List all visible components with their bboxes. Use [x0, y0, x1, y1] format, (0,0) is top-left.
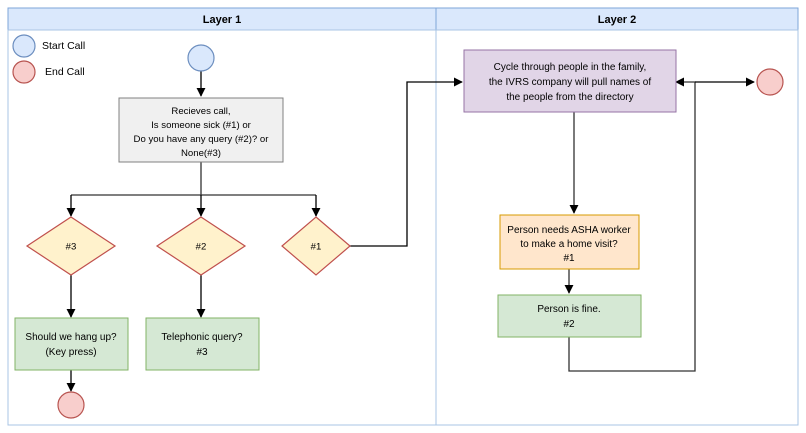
lane-layer-1: Layer 1 [7, 7, 437, 426]
legend-end-call-label: End Call [45, 66, 85, 78]
edge-person-fine-to-cycle [568, 77, 696, 372]
asha-line-2: to make a home visit? [520, 239, 618, 250]
asha-worker-box[interactable] [499, 214, 640, 270]
decision-hash-3[interactable]: #3 [25, 216, 117, 276]
legend-start-call-label: Start Call [42, 40, 85, 52]
lane-body-layer-2 [435, 29, 799, 426]
decision-hash-3-label: #3 [66, 242, 77, 253]
receives-call-box[interactable] [118, 97, 284, 163]
lane-layer-2: Layer 2 [435, 7, 799, 426]
person-fine-line-2: #2 [563, 319, 575, 330]
cycle-line-2: the IVRS company will pull names of [489, 77, 652, 88]
lane-title-layer-1: Layer 1 [203, 14, 242, 26]
asha-worker-visit[interactable]: Person needs ASHA worker to make a home … [499, 214, 640, 270]
cycle-line-1: Cycle through people in the family, [494, 62, 647, 73]
should-we-hang-up[interactable]: Should we hang up? (Key press) [14, 317, 129, 371]
receives-call-line-3: Do you have any query (#2)? or [134, 134, 270, 145]
decision-hash-1[interactable]: #1 [281, 216, 351, 276]
telephonic-query-box[interactable] [145, 317, 260, 371]
cycle-line-3: the people from the directory [506, 92, 633, 103]
decision-hash-1-label: #1 [311, 242, 322, 253]
edge-decision-1-to-cycle [349, 77, 463, 247]
decision-hash-3-shape[interactable] [25, 216, 117, 276]
person-fine-line-1: Person is fine. [537, 304, 600, 315]
decision-hash-2-shape[interactable] [155, 216, 247, 276]
cycle-through-people[interactable]: Cycle through people in the family, the … [463, 49, 677, 113]
receives-call-line-2: Is someone sick (#1) or [151, 120, 252, 131]
should-we-hang-up-box[interactable] [14, 317, 129, 371]
receives-call-line-1: Recieves call, [171, 106, 230, 117]
asha-line-3: #1 [563, 253, 575, 264]
start-call-node[interactable] [187, 44, 215, 72]
telephonic-query[interactable]: Telephonic query? #3 [145, 317, 260, 371]
receives-call-line-4: None(#3) [181, 148, 221, 159]
legend-end-call-icon [12, 60, 36, 84]
asha-line-1: Person needs ASHA worker [507, 225, 631, 236]
legend-start-call-icon [12, 34, 36, 58]
cycle-through-people-box[interactable] [463, 49, 677, 113]
person-is-fine[interactable]: Person is fine. #2 [497, 294, 642, 338]
legend: Start Call End Call [12, 34, 85, 84]
receives-call-process[interactable]: Recieves call, Is someone sick (#1) or D… [118, 97, 284, 163]
telephonic-query-line-2: #3 [196, 347, 208, 358]
decision-hash-2-label: #2 [196, 242, 207, 253]
end-call-left[interactable] [57, 391, 85, 419]
end-call-right[interactable] [756, 68, 784, 96]
lane-title-layer-2: Layer 2 [598, 14, 637, 26]
should-we-hang-up-line-1: Should we hang up? [25, 332, 117, 343]
telephonic-query-line-1: Telephonic query? [161, 332, 243, 343]
person-is-fine-box[interactable] [497, 294, 642, 338]
should-we-hang-up-line-2: (Key press) [45, 347, 96, 358]
decision-hash-2[interactable]: #2 [155, 216, 247, 276]
edge-layer [66, 71, 755, 392]
decision-hash-1-shape[interactable] [281, 216, 351, 276]
